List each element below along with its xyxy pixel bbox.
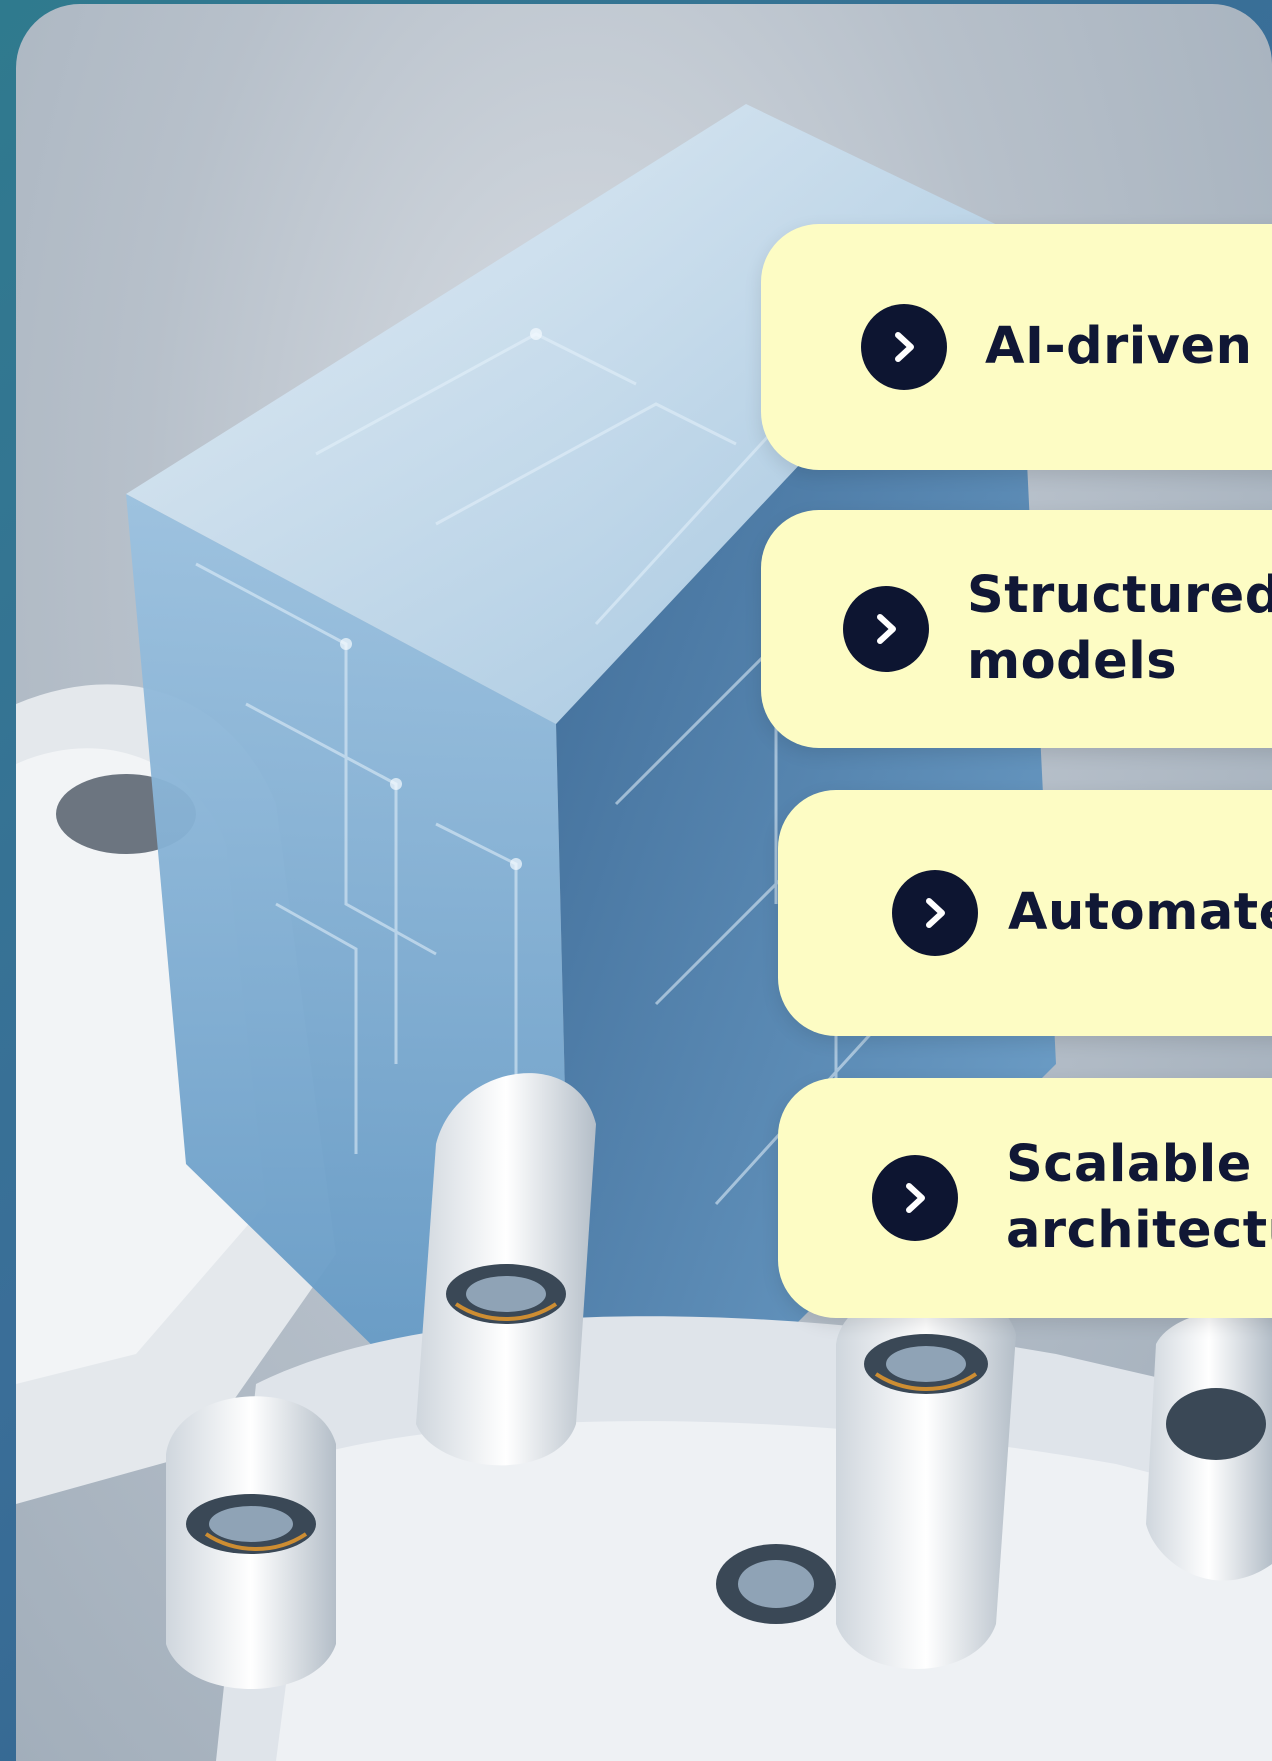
feature-card-scalable-architecture: Scalable a architectu [778, 1078, 1272, 1318]
chevron-right-icon [892, 870, 978, 956]
chevron-right-icon [861, 304, 947, 390]
chevron-right-icon [843, 586, 929, 672]
feature-text: Scalable a architectu [1006, 1134, 1272, 1260]
poster-frame: AI-driven Structured models Automate Sca… [16, 4, 1272, 1761]
feature-text: AI-driven [985, 316, 1253, 376]
feature-card-automate: Automate [778, 790, 1272, 1036]
feature-card-structured-models: Structured models [761, 510, 1272, 748]
chevron-right-icon [872, 1155, 958, 1241]
feature-text: Automate [1008, 882, 1272, 942]
feature-text: Structured models [967, 565, 1272, 691]
feature-card-ai-driven: AI-driven [761, 224, 1272, 470]
